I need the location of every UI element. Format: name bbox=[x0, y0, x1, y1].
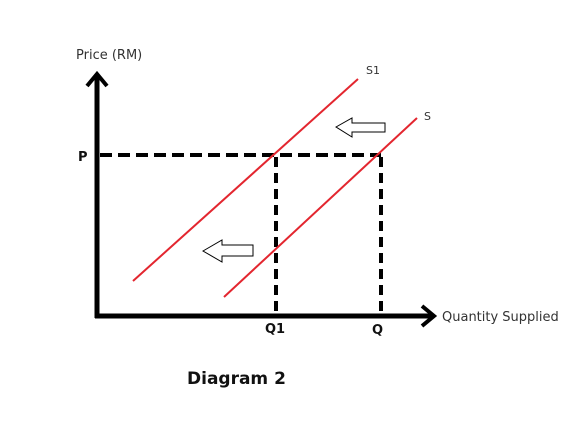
original-quantity-label: Q bbox=[372, 323, 383, 338]
y-axis-label: Price (RM) bbox=[76, 48, 142, 63]
diagram-caption: Diagram 2 bbox=[187, 369, 286, 389]
x-axis-label: Quantity Supplied bbox=[442, 310, 559, 325]
new-supply-label: S1 bbox=[366, 64, 380, 77]
new-supply-curve-s1 bbox=[132, 78, 359, 282]
left-arrow-icon bbox=[335, 117, 386, 138]
x-axis-arrowhead bbox=[420, 304, 438, 328]
price-label: P bbox=[78, 150, 88, 165]
new-quantity-label: Q1 bbox=[265, 322, 285, 337]
guide-lines bbox=[100, 153, 383, 314]
left-arrow-icon bbox=[202, 239, 254, 263]
axes bbox=[85, 70, 438, 328]
original-supply-curve-s bbox=[223, 117, 418, 298]
original-supply-label: S bbox=[424, 110, 431, 123]
y-axis-arrowhead bbox=[85, 70, 109, 88]
